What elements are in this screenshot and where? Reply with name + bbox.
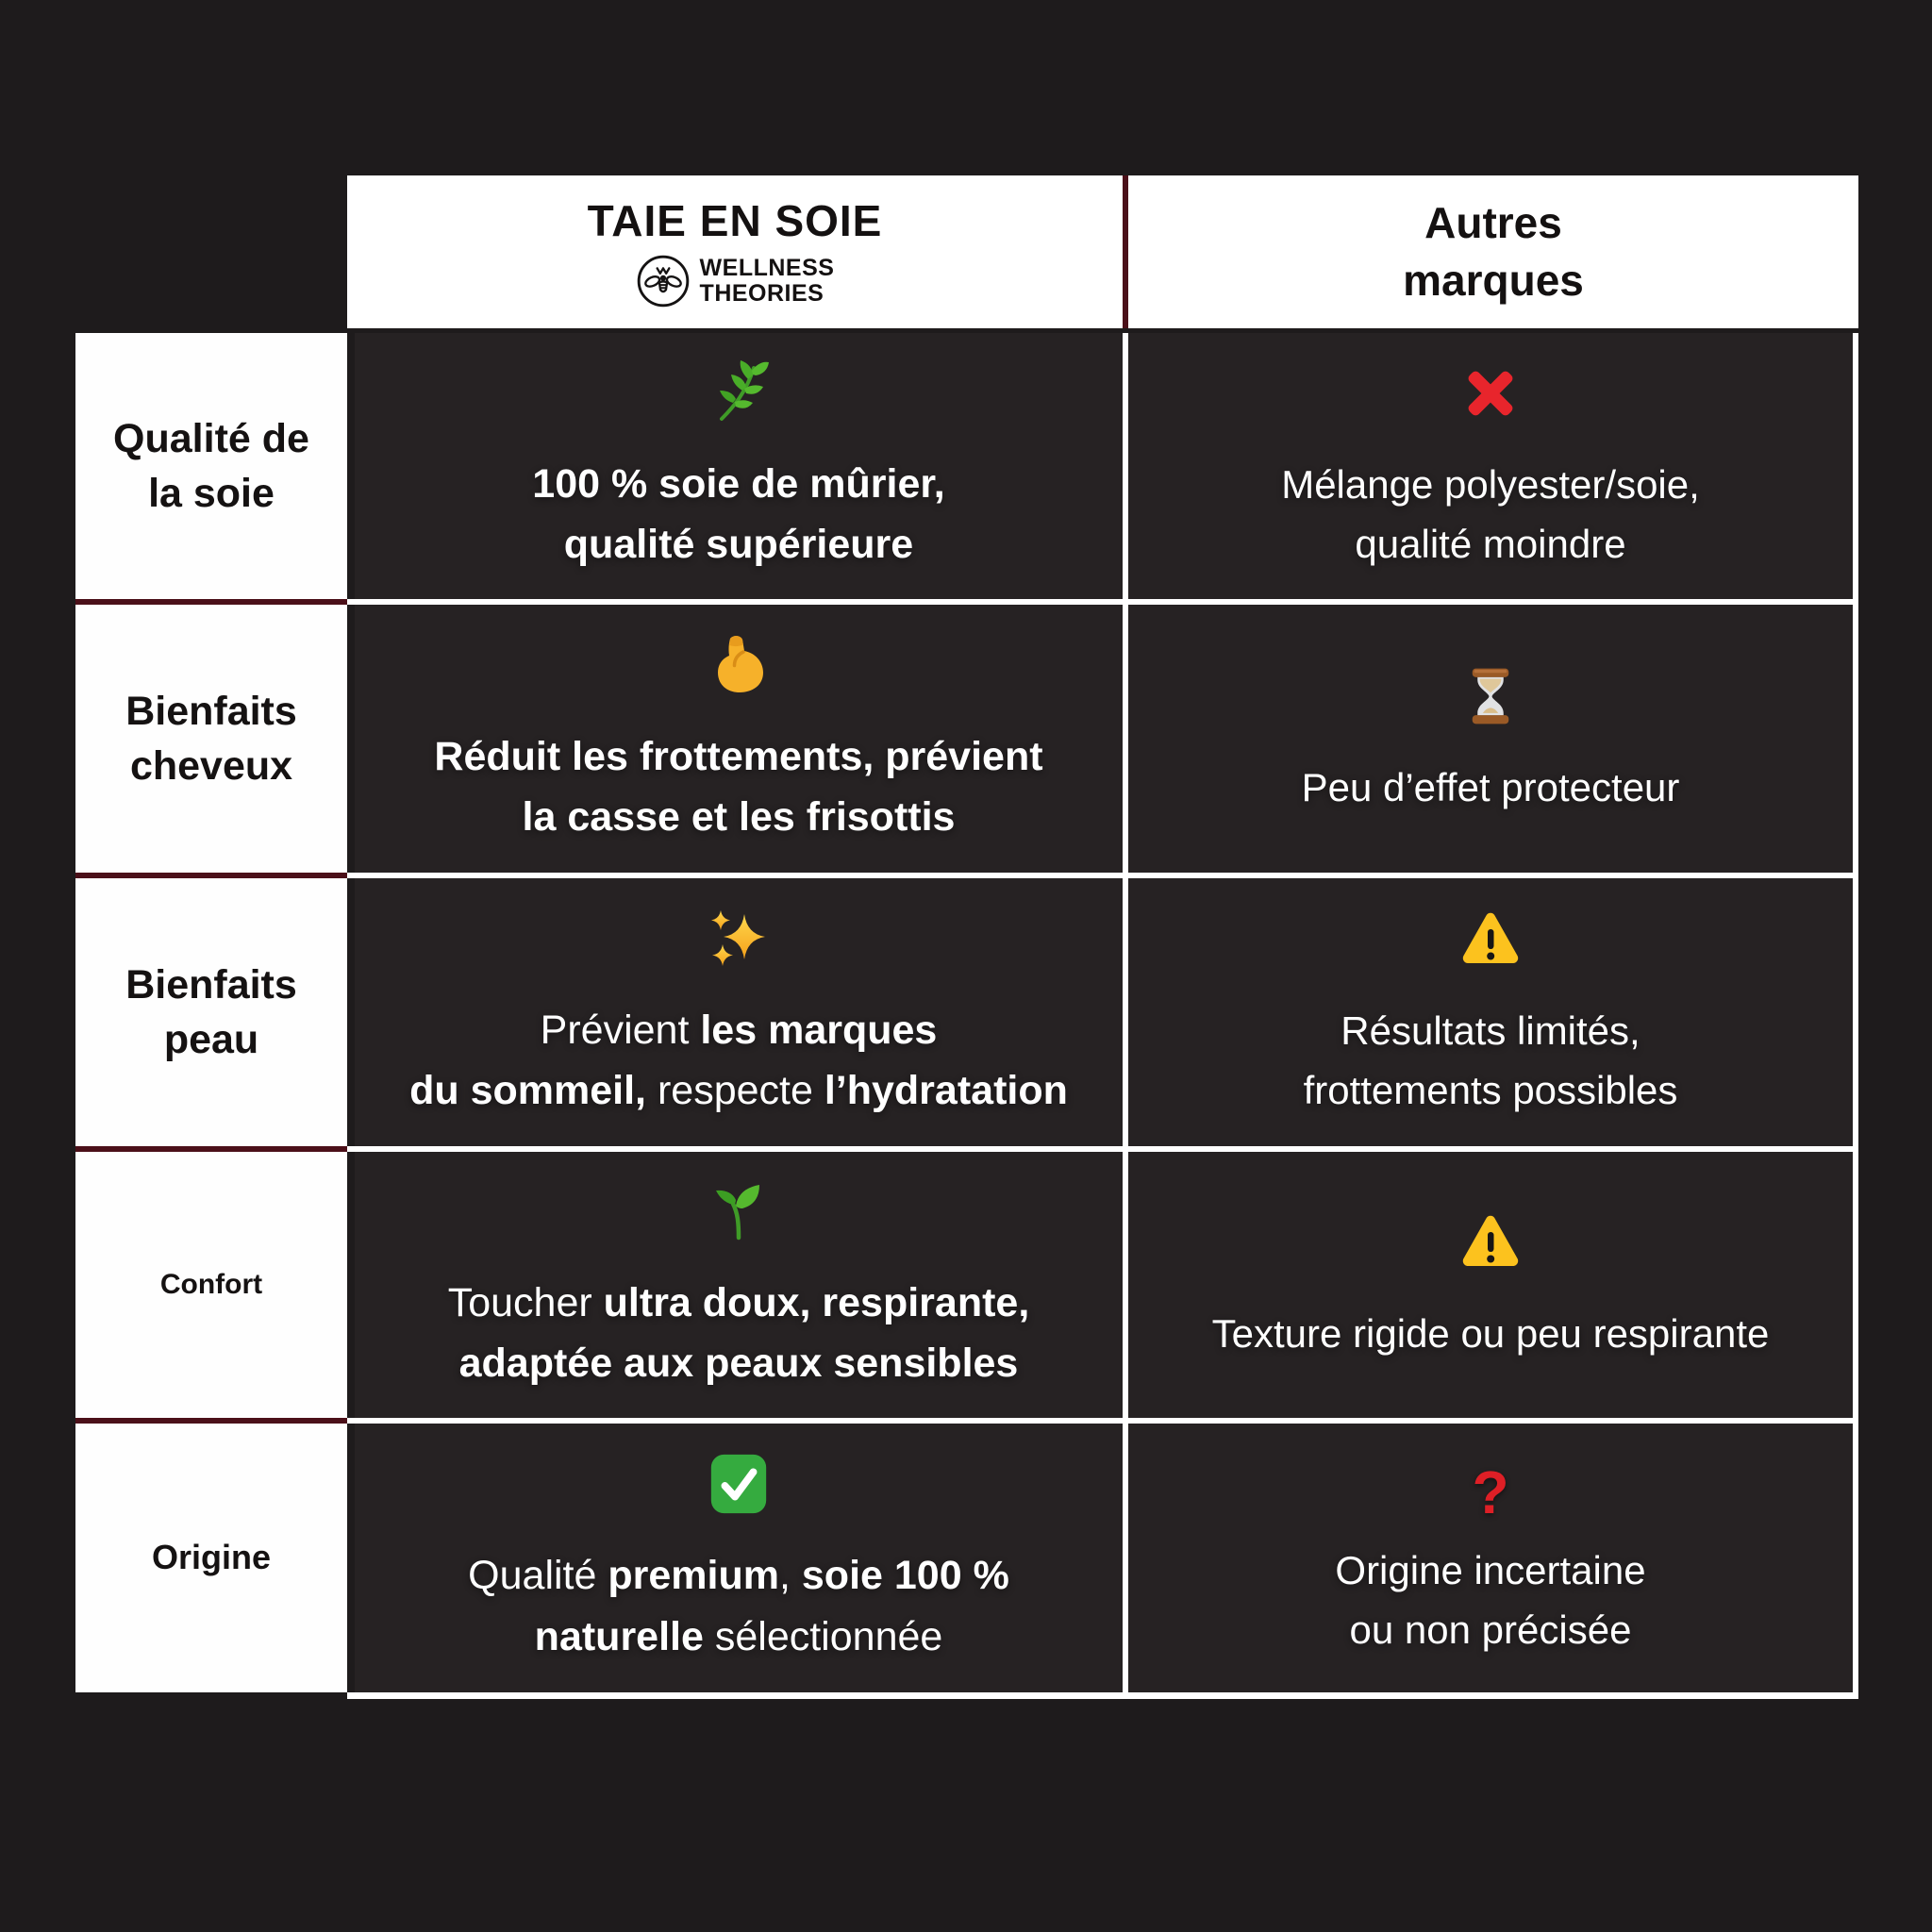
text-segment: respecte	[646, 1068, 824, 1113]
text-segment: sélectionnée	[703, 1613, 943, 1659]
text-segment: du sommeil,	[409, 1068, 647, 1113]
check-mark-button-icon	[706, 1449, 772, 1519]
text-segment: Prévient	[540, 1007, 701, 1053]
brand-logo-line2: THEORIES	[699, 280, 824, 307]
competitor-header-cell: Autres marques	[1128, 175, 1858, 328]
other-cell-text: Mélange polyester/soie, qualité moindre	[1281, 455, 1700, 574]
competitor-title-line1: Autres	[1424, 198, 1562, 248]
label-line: cheveux	[129, 743, 293, 789]
brand-cell-text: Réduit les frottements, prévient la cass…	[434, 726, 1042, 848]
other-cell-origine: ? Origine incertaine ou non précisée	[1128, 1424, 1853, 1692]
brand-cell-origine: Qualité premium, soie 100 % naturelle sé…	[355, 1424, 1123, 1692]
brand-cell-bienfaits-peau: Prévient les marques du sommeil, respect…	[355, 878, 1123, 1146]
text-segment: ,	[778, 1553, 802, 1598]
brand-cell-confort: Toucher ultra doux, respirante, adaptée …	[355, 1152, 1123, 1418]
herb-icon	[705, 358, 773, 427]
text-segment: qualité supérieure	[563, 522, 914, 567]
brand-cell-qualite-soie: 100 % soie de mûrier, qualité supérieure	[355, 333, 1123, 599]
text-segment: premium	[608, 1553, 779, 1598]
brand-title: TAIE EN SOIE	[587, 196, 883, 245]
warning-icon	[1457, 1208, 1524, 1277]
competitor-title-line2: marques	[1403, 256, 1584, 305]
row-separator	[347, 1146, 1858, 1152]
text-segment: adaptée aux peaux sensibles	[458, 1341, 1019, 1386]
row-separator	[347, 873, 1858, 878]
brand-cell-bienfaits-cheveux: Réduit les frottements, prévient la cass…	[355, 605, 1123, 873]
text-line: Texture rigide ou peu respirante	[1211, 1310, 1770, 1356]
table-bottom-border	[347, 1692, 1858, 1699]
text-line: frottements possibles	[1303, 1068, 1678, 1112]
seedling-icon	[705, 1176, 773, 1246]
table-right-border	[1853, 333, 1858, 1699]
other-cell-confort: Texture rigide ou peu respirante	[1128, 1152, 1853, 1418]
flexed-biceps-icon	[705, 630, 773, 700]
competitor-title: Autres marques	[1403, 194, 1584, 308]
comparison-table: TAIE EN SOIE WELLNESS THEORIES	[75, 175, 1858, 1699]
label-separator	[75, 599, 347, 605]
other-cell-text: Texture rigide ou peu respirante	[1212, 1304, 1770, 1363]
header-divider	[1123, 175, 1128, 328]
text-line: Résultats limités,	[1341, 1008, 1641, 1053]
label-line: la soie	[148, 471, 275, 516]
text-segment: naturelle	[534, 1613, 704, 1659]
label-line: peau	[163, 1017, 259, 1062]
row-label-confort: Confort	[75, 1152, 347, 1418]
text-segment: ultra doux, respirante,	[603, 1279, 1030, 1325]
text-line: Origine incertaine	[1335, 1547, 1646, 1592]
label-line: Bienfaits	[125, 688, 297, 734]
brand-header-cell: TAIE EN SOIE WELLNESS THEORIES	[347, 175, 1123, 328]
label-line: Bienfaits	[125, 961, 297, 1008]
brand-cell-text: Qualité premium, soie 100 % naturelle sé…	[468, 1545, 1009, 1667]
text-segment: Réduit les frottements, prévient	[434, 733, 1043, 779]
text-segment: la casse et les frisottis	[522, 794, 956, 840]
label-separator	[75, 873, 347, 878]
text-segment: l’hydratation	[824, 1068, 1068, 1113]
text-segment: 100 % soie de mûrier,	[532, 460, 945, 507]
other-cell-text: Résultats limités, frottements possibles	[1304, 1001, 1678, 1120]
brand-logo: WELLNESS THEORIES	[636, 254, 835, 308]
brand-cell-text: Prévient les marques du sommeil, respect…	[409, 1000, 1068, 1122]
cross-mark-icon	[1457, 358, 1524, 428]
row-label-bienfaits-peau: Bienfaits peau	[75, 878, 347, 1146]
text-segment: les marques	[700, 1007, 938, 1053]
row-label-origine: Origine	[75, 1424, 347, 1692]
text-line: qualité moindre	[1355, 522, 1626, 566]
other-cell-text: Origine incertaine ou non précisée	[1335, 1541, 1645, 1659]
text-segment: soie 100 %	[801, 1553, 1009, 1598]
brand-cell-text: 100 % soie de mûrier, qualité supérieure	[532, 454, 944, 575]
other-cell-qualite-soie: Mélange polyester/soie, qualité moindre	[1128, 333, 1853, 599]
other-cell-bienfaits-peau: Résultats limités, frottements possibles	[1128, 878, 1853, 1146]
label-separator	[75, 1418, 347, 1424]
text-segment: Qualité	[468, 1553, 608, 1598]
bee-logo-icon	[636, 254, 691, 308]
row-label-qualite-soie: Qualité de la soie	[75, 333, 347, 599]
brand-logo-wordmark: WELLNESS THEORIES	[699, 254, 835, 308]
column-divider	[1123, 333, 1128, 1699]
text-line: Mélange polyester/soie,	[1281, 462, 1700, 507]
other-cell-bienfaits-cheveux: Peu d’effet protecteur	[1128, 605, 1853, 873]
brand-cell-text: Toucher ultra doux, respirante, adaptée …	[448, 1273, 1030, 1394]
warning-icon	[1457, 905, 1524, 974]
sparkles-icon	[705, 904, 773, 974]
other-cell-text: Peu d’effet protecteur	[1302, 758, 1680, 817]
question-mark-glyph: ?	[1472, 1457, 1509, 1526]
row-separator	[347, 1418, 1858, 1424]
label-separator	[75, 1146, 347, 1152]
text-line: ou non précisée	[1349, 1607, 1632, 1652]
hourglass-icon	[1459, 661, 1522, 731]
row-label-bienfaits-cheveux: Bienfaits cheveux	[75, 605, 347, 873]
label-line: Confort	[159, 1268, 263, 1300]
text-line: Peu d’effet protecteur	[1301, 764, 1680, 809]
text-segment: Toucher	[447, 1279, 604, 1325]
row-separator	[347, 599, 1858, 605]
brand-logo-line1: WELLNESS	[699, 254, 835, 281]
label-line: Origine	[151, 1538, 272, 1577]
label-line: Qualité de	[113, 415, 309, 461]
question-mark-icon: ?	[1472, 1457, 1508, 1527]
